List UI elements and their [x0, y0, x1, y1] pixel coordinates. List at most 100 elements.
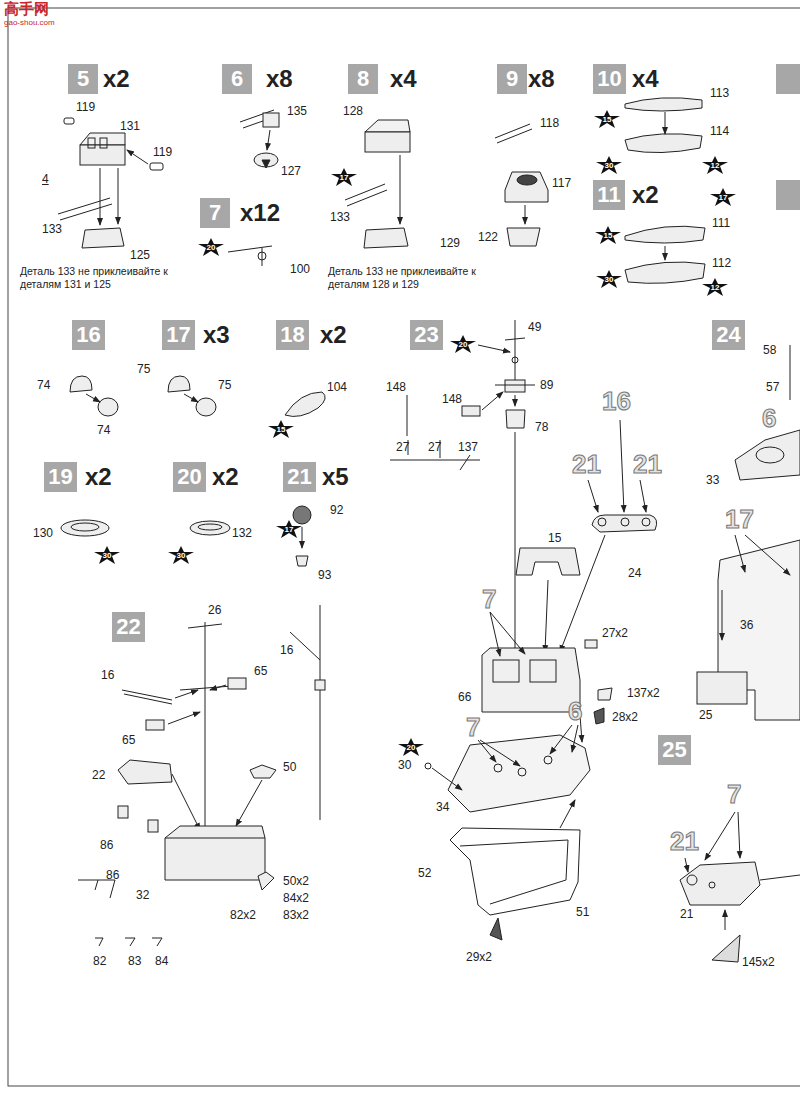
part-number: 33 — [706, 473, 719, 487]
part-number: 113 — [710, 86, 729, 100]
quantity: x2 — [320, 320, 347, 350]
part-number: 133 — [42, 222, 62, 236]
part-number: 128 — [343, 104, 363, 118]
quantity: x5 — [322, 462, 349, 492]
part-number: 50 — [283, 760, 296, 774]
part-number: 27 — [428, 440, 441, 454]
part-number: 51 — [576, 905, 589, 919]
subassembly-ref: 7 — [466, 712, 480, 743]
part-number: 118 — [540, 116, 559, 130]
quantity: x8 — [528, 64, 555, 94]
part-number: 92 — [330, 503, 343, 517]
step-number-box: 6 — [222, 64, 252, 94]
paint-code-star: 17 — [276, 520, 302, 538]
subassembly-ref: 17 — [725, 504, 754, 535]
step-number-box: 9 — [497, 64, 527, 94]
part-number: 58 — [763, 343, 776, 357]
part-number: 137 — [458, 440, 478, 454]
step-number-box: 7 — [200, 198, 230, 228]
part-number: 122 — [478, 230, 498, 244]
paint-code: 20 — [407, 743, 416, 752]
subassembly-ref: 16 — [602, 386, 631, 417]
paint-code: 15 — [277, 425, 286, 434]
paint-code: 30 — [605, 161, 614, 170]
subassembly-ref: 7 — [482, 584, 496, 615]
paint-code-star: 17 — [331, 168, 357, 186]
paint-code-star: 30 — [168, 546, 194, 564]
step-number: 18 — [280, 322, 304, 348]
part-number: 65 — [122, 733, 135, 747]
step-number: 22 — [116, 614, 140, 640]
paint-code: 15 — [604, 231, 613, 240]
step-number-box: 22 — [112, 612, 145, 642]
step-number: 24 — [716, 322, 740, 348]
part-number: 74 — [37, 378, 50, 392]
part-number: 82x2 — [230, 908, 256, 922]
quantity: x4 — [632, 64, 659, 94]
part-number: 24 — [628, 566, 641, 580]
step-number-box: 17 — [162, 320, 195, 350]
part-number: 84 — [155, 954, 168, 968]
paint-code: 17 — [719, 193, 728, 202]
step-number: 8 — [357, 66, 369, 92]
quantity: x4 — [390, 64, 417, 94]
quantity: x8 — [266, 64, 293, 94]
part-number: 135 — [287, 104, 307, 118]
assembly-note: Деталь 133 не приклеивайте к деталям 128… — [328, 265, 513, 291]
quantity: x2 — [85, 462, 112, 492]
part-number: 65 — [254, 664, 267, 678]
part-number: 100 — [290, 262, 310, 276]
part-number: 84x2 — [283, 891, 309, 905]
part-number: 78 — [535, 420, 548, 434]
step-number: 7 — [209, 200, 221, 226]
paint-code-star: 15 — [594, 110, 620, 128]
part-number: 4 — [42, 172, 49, 186]
paint-code-star: 30 — [596, 270, 622, 288]
part-number: 119 — [76, 100, 95, 114]
step-number: 16 — [76, 322, 100, 348]
paint-code-star: 30 — [596, 156, 622, 174]
step-number-box: 23 — [410, 320, 443, 350]
part-number: 16 — [280, 643, 293, 657]
step-number: 21 — [287, 464, 311, 490]
step-number-box: 18 — [276, 320, 309, 350]
paint-code: 30 — [103, 551, 112, 560]
subassembly-ref: 21 — [572, 449, 601, 480]
quantity: x3 — [203, 320, 230, 350]
step-number: 11 — [597, 182, 620, 208]
part-number: 21 — [680, 907, 693, 921]
subassembly-ref: 21 — [633, 449, 662, 480]
quantity: x2 — [632, 180, 659, 210]
part-number: 131 — [120, 119, 140, 133]
step-number-box: 21 — [283, 462, 316, 492]
step-number-box: 11 — [593, 180, 625, 210]
step-number: 20 — [177, 464, 201, 490]
paint-code-star: 20 — [450, 335, 476, 353]
step-number-box: 5 — [68, 64, 98, 94]
subassembly-ref: 6 — [762, 403, 776, 434]
paint-code-star: 15 — [595, 226, 621, 244]
paint-code-star: 15 — [268, 420, 294, 438]
paint-code: 12 — [711, 283, 720, 292]
part-number: 125 — [130, 248, 150, 262]
part-number: 117 — [552, 176, 571, 190]
part-number: 74 — [97, 423, 110, 437]
step-number: 10 — [597, 66, 621, 92]
part-number: 83 — [128, 954, 141, 968]
part-number: 93 — [318, 568, 331, 582]
subassembly-ref: 21 — [670, 826, 699, 857]
subassembly-ref: 6 — [568, 696, 582, 727]
part-number: 28x2 — [612, 710, 638, 724]
paint-code: 17 — [285, 525, 294, 534]
part-number: 30 — [398, 758, 411, 772]
paint-code: 15 — [603, 115, 612, 124]
part-number: 75 — [218, 378, 231, 392]
part-number: 145x2 — [742, 955, 775, 969]
paint-code: 12 — [711, 161, 720, 170]
part-number: 27x2 — [602, 626, 628, 640]
watermark: gao-shou.com — [4, 18, 55, 27]
part-number: 130 — [33, 526, 53, 540]
part-number: 50x2 — [283, 874, 309, 888]
part-number: 132 — [232, 526, 252, 540]
